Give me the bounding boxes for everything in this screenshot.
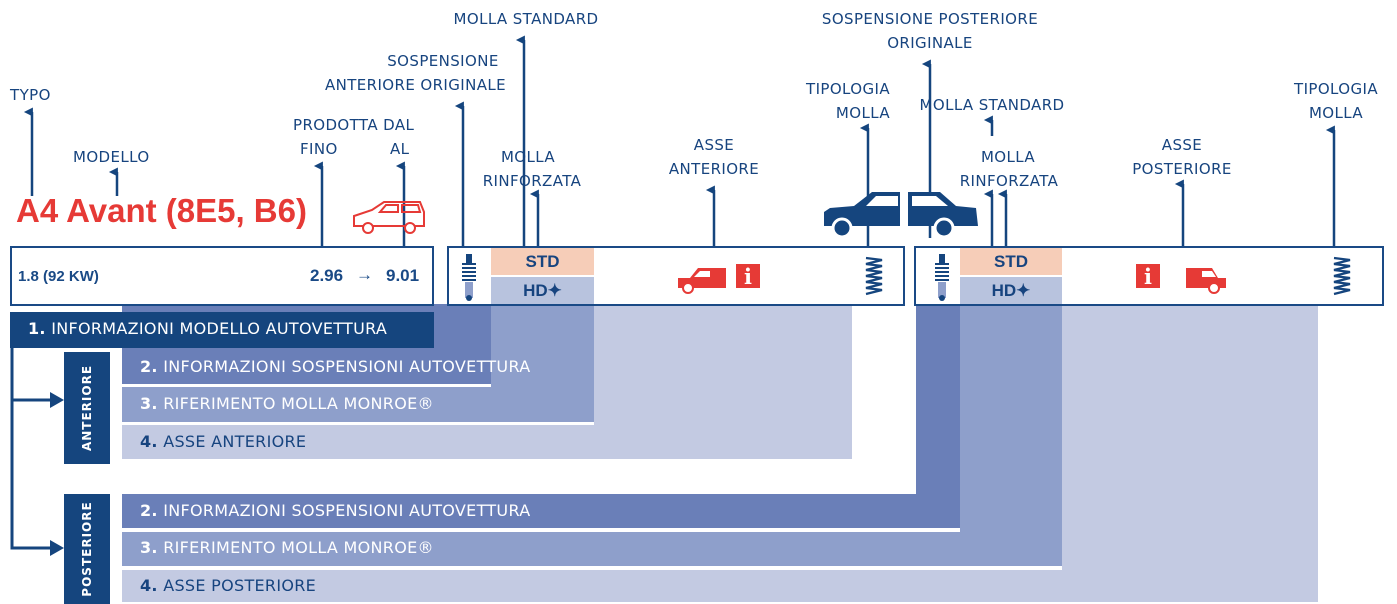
model-band-ext — [430, 304, 491, 348]
label-prodotta-dal: PRODOTTA DAL — [293, 116, 415, 134]
band-rear-axle: 4. ASSE POSTERIORE — [140, 576, 317, 595]
rear-susp-band-up — [916, 304, 960, 528]
label-asse-ant-1: ASSE — [693, 136, 735, 154]
label-sosp-ant-1: SOSPENSIONE — [387, 52, 499, 70]
production-to: 9.01 — [386, 266, 420, 285]
model-title: A4 Avant (8E5, B6) — [16, 192, 307, 229]
front-shock-icon — [462, 254, 476, 301]
rear-susp-band-main — [122, 494, 960, 528]
front-spring-icon — [865, 256, 883, 296]
side-posteriore: POSTERIORE — [64, 494, 110, 604]
label-molla-rinf-rear-1: MOLLA — [980, 148, 1036, 166]
rear-axle-band-main — [122, 570, 1318, 602]
rear-axle-band-up — [1062, 304, 1318, 570]
label-asse-ant-2: ANTERIORE — [668, 160, 760, 178]
label-molla-rinf-front-2: RINFORZATA — [482, 172, 582, 190]
band-front-axle: 4. ASSE ANTERIORE — [140, 432, 307, 451]
label-modello: MODELLO — [73, 148, 150, 166]
label-asse-post-1: ASSE — [1161, 136, 1203, 154]
front-hd-cell: HD✦ — [491, 277, 594, 304]
label-fino: FINO — [300, 140, 338, 158]
label-molla-standard-front: MOLLA STANDARD — [453, 10, 599, 28]
rear-axle-car-icon — [1186, 268, 1226, 294]
side-anteriore: ANTERIORE — [64, 352, 110, 464]
rear-shock-icon — [935, 254, 949, 301]
label-typo: TYPO — [10, 86, 51, 104]
rear-hd-cell: HD✦ — [960, 277, 1062, 304]
rear-spring-band-main — [122, 532, 1062, 566]
band-front-spring-ref: 3. RIFERIMENTO MOLLA MONROE® — [140, 394, 434, 413]
band-model-info: 1. INFORMAZIONI MODELLO AUTOVETTURA — [10, 312, 434, 348]
label-molla-rinf-rear-2: RINFORZATA — [959, 172, 1059, 190]
label-sosp-post-1: SOSPENSIONE POSTERIORE — [821, 10, 1039, 28]
label-molla-rinf-front-1: MOLLA — [500, 148, 556, 166]
label-tipologia-rear-2: MOLLA — [1308, 104, 1364, 122]
band-front-susp-info: 2. INFORMAZIONI SOSPENSIONI AUTOVETTURA — [140, 357, 531, 376]
label-tipologia-rear-1: TIPOLOGIA — [1294, 80, 1378, 98]
label-tipologia-front-2: MOLLA — [835, 104, 890, 122]
label-tipologia-front-1: TIPOLOGIA — [806, 80, 890, 98]
label-molla-standard-rear: MOLLA STANDARD — [919, 96, 1065, 114]
front-axle-car-icon — [678, 268, 726, 294]
front-info-icon: i — [736, 264, 760, 289]
band-rear-spring-ref: 3. RIFERIMENTO MOLLA MONROE® — [140, 538, 434, 557]
front-std-cell: STD — [491, 248, 594, 275]
tree-connector — [10, 346, 58, 550]
band-rear-susp-info: 2. INFORMAZIONI SOSPENSIONI AUTOVETTURA — [140, 501, 531, 520]
production-from: 2.96 — [310, 266, 344, 285]
production-arrow: → — [356, 265, 373, 284]
engine-value: 1.8 (92 KW) — [18, 268, 99, 285]
label-sosp-ant-2: ANTERIORE ORIGINALE — [324, 76, 506, 94]
label-al: AL — [390, 140, 410, 158]
rear-std-cell: STD — [960, 248, 1062, 275]
model-box: 1.8 (92 KW) 2.96 → 9.01 — [10, 246, 434, 306]
split-car-icon — [824, 192, 978, 239]
rear-info-icon: i — [1136, 264, 1160, 289]
label-sosp-post-2: ORIGINALE — [887, 34, 973, 52]
estate-car-icon — [353, 201, 425, 234]
rear-spring-band-up — [960, 304, 1062, 566]
rear-spring-icon — [1333, 256, 1351, 296]
label-asse-post-2: POSTERIORE — [1132, 160, 1232, 178]
